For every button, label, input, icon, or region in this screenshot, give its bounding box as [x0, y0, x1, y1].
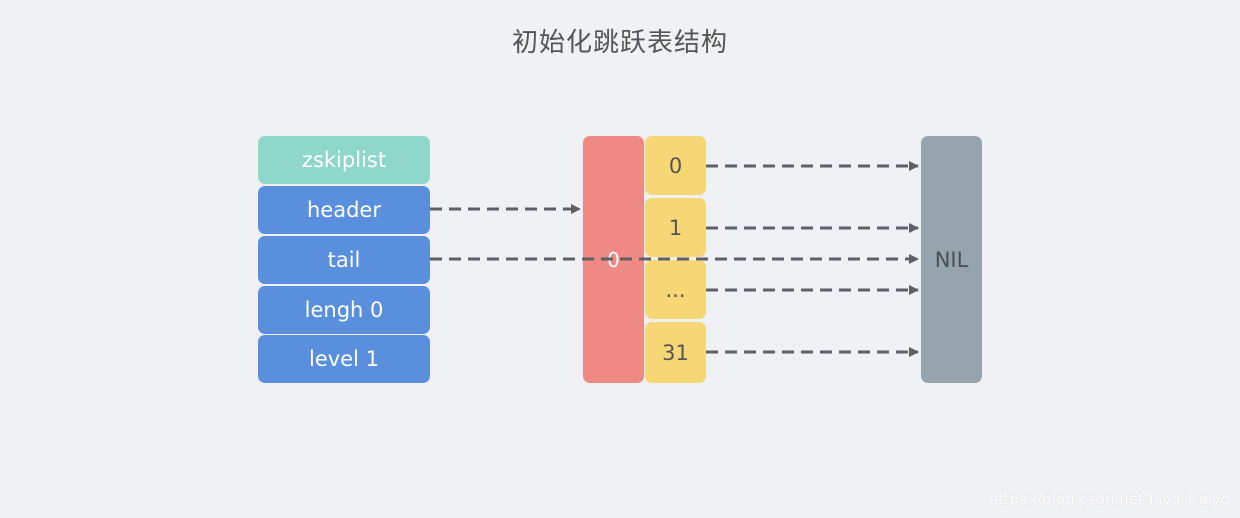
nil-node: NIL [921, 136, 982, 383]
header-node-level-1: 1 [645, 198, 706, 257]
zskiplist-field-level: level 1 [258, 335, 430, 383]
header-node-level-31: 31 [645, 322, 706, 383]
watermark: https://blog.csdn.net/Java_Caiyo [988, 490, 1230, 508]
zskiplist-field-tail: tail [258, 236, 430, 284]
zskiplist-field-header: header [258, 186, 430, 234]
diagram-title: 初始化跳跃表结构 [511, 28, 728, 58]
header-node-level-ellipsis: ... [645, 260, 706, 319]
zskiplist-header-cell: zskiplist [258, 136, 430, 184]
zskiplist-field-length: lengh 0 [258, 286, 430, 334]
header-node-level-0: 0 [645, 136, 706, 195]
